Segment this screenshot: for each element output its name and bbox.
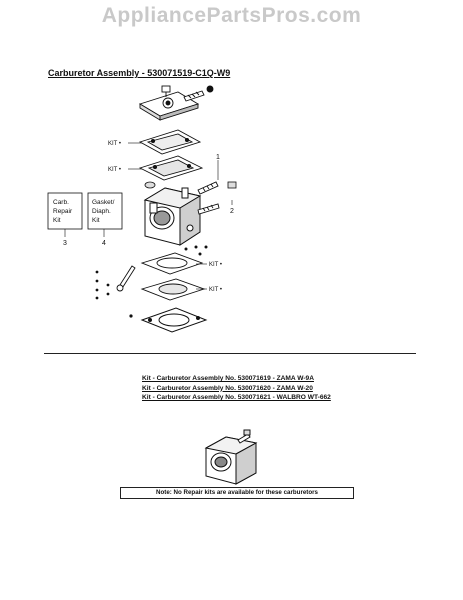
ref-4-label: 4 [102,240,106,247]
kit-second-label: KIT • [108,167,121,173]
metering-lever [116,265,136,292]
repair-kit-note: Note: No Repair kits are available for t… [120,487,354,499]
ref-3-label: 3 [63,240,67,247]
ref-1-label: 1 [216,154,220,161]
limiter-cap [227,181,237,189]
carburetor-body [143,187,202,246]
carburetor-cover [138,91,200,121]
kit-top-label: KIT • [108,141,121,147]
kit-list: Kit - Carburetor Assembly No. 530071619 … [142,374,331,403]
carb-repair-kit-line-1: Carb. [53,199,69,206]
small-screws-left [95,270,110,300]
small-cap [144,181,156,189]
kit-line-zama-w20[interactable]: Kit - Carburetor Assembly No. 530071620 … [142,384,313,392]
carb-repair-kit-line-2: Repair [53,208,73,215]
bottom-cover-plate [140,307,208,333]
gasket-diaph-kit-line-2: Diaph. [92,208,111,215]
section-divider [44,353,416,354]
carb-repair-kit-line-3: Kit [53,217,61,224]
gasket-plate-3 [140,252,204,275]
kit-third-label: KIT • [209,262,222,268]
top-screw [161,85,171,97]
section-title: Carburetor Assembly - 530071519-C1Q-W9 [48,68,231,78]
carb-repair-kit-box: Carb. Repair Kit [47,192,83,230]
kit-fourth-label: KIT • [209,287,222,293]
gasket-diaph-kit-line-3: Kit [92,217,100,224]
carburetor-thumbnail [204,429,258,485]
ref-2-label: 2 [230,208,234,215]
adjustment-needle-low [197,203,220,215]
watermark: AppliancePartsPros.com [101,4,362,27]
bottom-screw [129,314,133,318]
kit-line-zama-w9a[interactable]: Kit - Carburetor Assembly No. 530071619 … [142,375,314,382]
spring-adjust-screw [183,85,214,102]
kit-line-walbro-wt662[interactable]: Kit - Carburetor Assembly No. 530071621 … [142,394,331,401]
gasket-plate-2 [138,155,204,181]
adjustment-needle-high [197,181,219,195]
gasket-plate-1 [138,129,202,155]
small-dots-cluster [184,245,208,256]
diaphragm-plate [140,278,206,301]
gasket-diaph-kit-box: Gasket/ Diaph. Kit [87,192,123,230]
gasket-diaph-kit-line-1: Gasket/ [92,199,115,206]
